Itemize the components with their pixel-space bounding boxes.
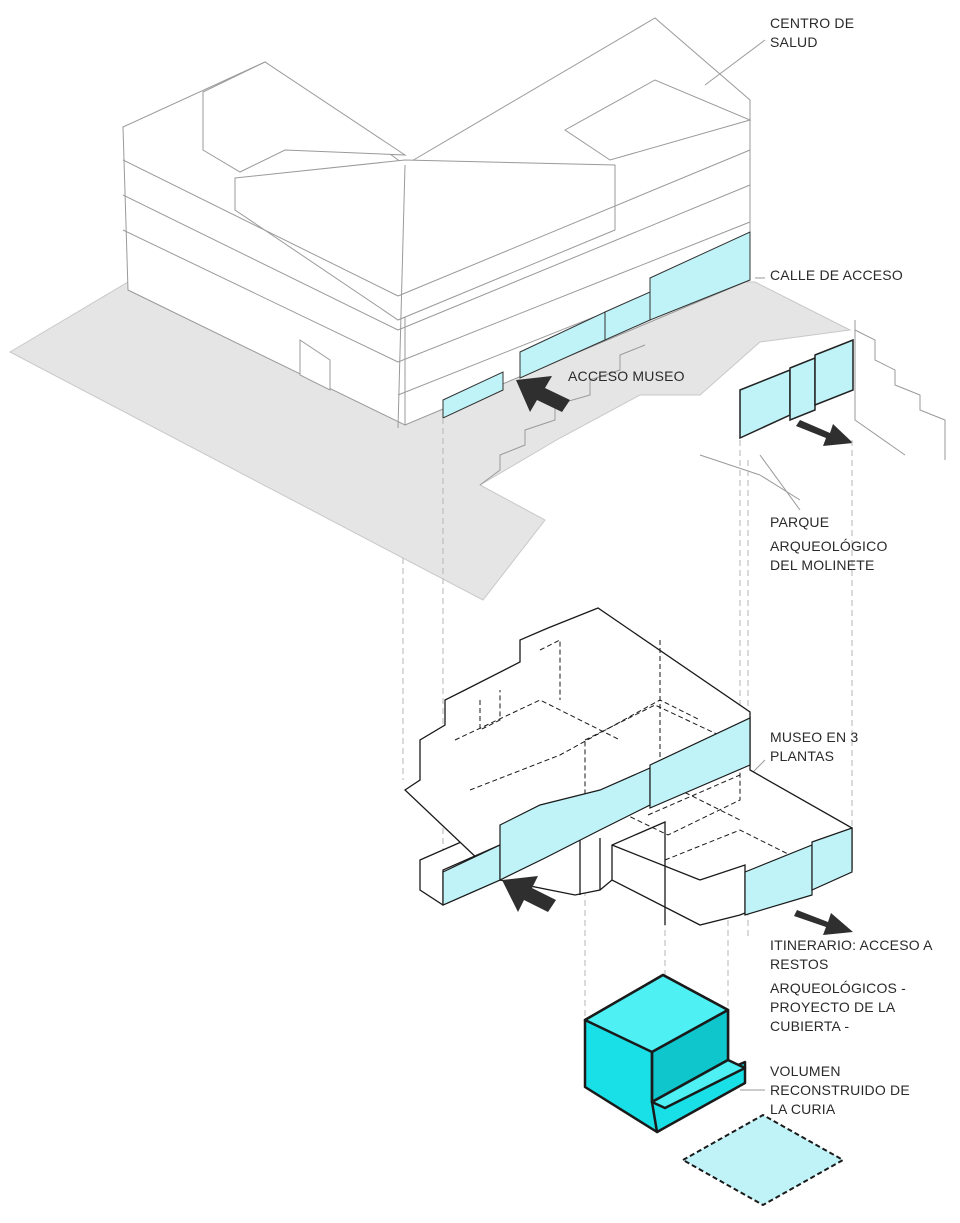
curia-volume <box>583 973 747 1134</box>
label-calle-de-acceso: CALLE DE ACCESO <box>770 267 903 283</box>
curia-footprint <box>680 1113 846 1207</box>
label-volumen-curia: VOLUMEN RECONSTRUIDO DE LA CURIA <box>770 1063 910 1117</box>
top-right-glass-box <box>739 338 854 440</box>
label-itinerario: ITINERARIO: ACCESO A RESTOS ARQUEOLÓGICO… <box>770 937 933 1034</box>
museo-glass-facade <box>442 717 853 916</box>
arrow-right-top <box>796 420 853 446</box>
label-museo-en-3-plantas: MUSEO EN 3 PLANTAS <box>770 729 859 764</box>
stepped-walls-top <box>479 320 946 501</box>
label-centro-de-salud: CENTRO DE SALUD <box>770 15 855 50</box>
arrow-itinerario <box>794 910 853 935</box>
centro-de-salud-building <box>122 17 752 429</box>
label-acceso-museo: ACCESO MUSEO <box>568 368 685 384</box>
top-glass-facade <box>442 231 751 419</box>
arrow-acceso-museo-lower <box>502 876 556 912</box>
leader-lines <box>704 39 801 1091</box>
arrow-acceso-museo <box>516 376 570 412</box>
label-parque-arqueologico: PARQUE ARQUEOLÓGICO DEL MOLINETE <box>770 514 888 573</box>
